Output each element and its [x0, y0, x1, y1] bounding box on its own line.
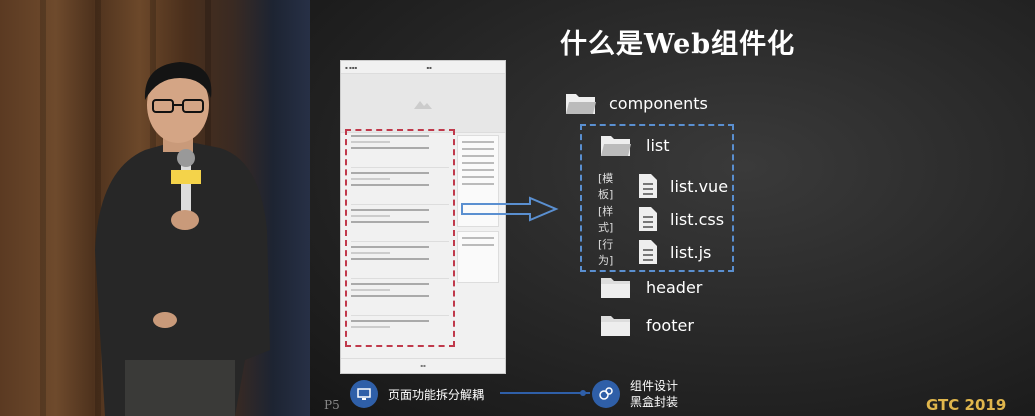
list-item [351, 320, 449, 352]
list-component-box [580, 124, 734, 272]
file-icon [639, 174, 657, 198]
footer-folder: footer [600, 312, 694, 338]
list-vue-file: [模板] list.vue [598, 172, 729, 201]
folder-icon [601, 278, 630, 298]
list-item [351, 209, 449, 242]
slide-footer: P5 页面功能拆分解耦 组件设计 黑盒封装 GTC 2019 [310, 372, 1035, 416]
components-folder: components [565, 90, 708, 116]
page-mockup: ▪ ▪▪▪▪▪ ▪▪ [340, 60, 506, 374]
slide: 什么是Web组件化 ▪ ▪▪▪▪▪ ▪▪ [310, 0, 1035, 416]
list-css-file: [样式] list.css [598, 205, 725, 234]
file-icon [639, 207, 657, 231]
folder-icon [601, 316, 630, 336]
file-icon [639, 240, 657, 264]
page-number: P5 [324, 398, 340, 412]
image-placeholder-icon [414, 101, 432, 109]
mockup-banner [341, 74, 505, 133]
slide-title: 什么是Web组件化 [560, 29, 796, 60]
header-folder: header [600, 274, 702, 300]
folder-open-icon [566, 94, 596, 114]
mockup-header: ▪ ▪▪▪▪▪ [341, 61, 505, 74]
list-folder: list [600, 132, 670, 158]
step-blackbox: 组件设计 黑盒封装 [592, 378, 678, 410]
mockup-footer: ▪▪ [341, 358, 505, 373]
list-item [351, 172, 449, 205]
list-js-file: [行为] list.js [598, 238, 712, 267]
speaker-figure [95, 62, 270, 416]
gtc-logo: GTC 2019 [926, 396, 1007, 414]
step-connector [500, 392, 590, 394]
screen-icon [350, 380, 378, 408]
list-item [351, 283, 449, 316]
right-arrow-icon [461, 196, 559, 222]
list-item [351, 246, 449, 279]
list-component-highlight [345, 129, 455, 347]
gears-icon [592, 380, 620, 408]
speaker-photo [0, 0, 310, 416]
mockup-sidebar-card [457, 231, 499, 283]
list-item [351, 135, 449, 168]
step-decouple: 页面功能拆分解耦 [350, 380, 484, 408]
connector-dot [580, 390, 586, 396]
mockup-sidebar [457, 135, 499, 227]
folder-open-icon [601, 136, 631, 156]
